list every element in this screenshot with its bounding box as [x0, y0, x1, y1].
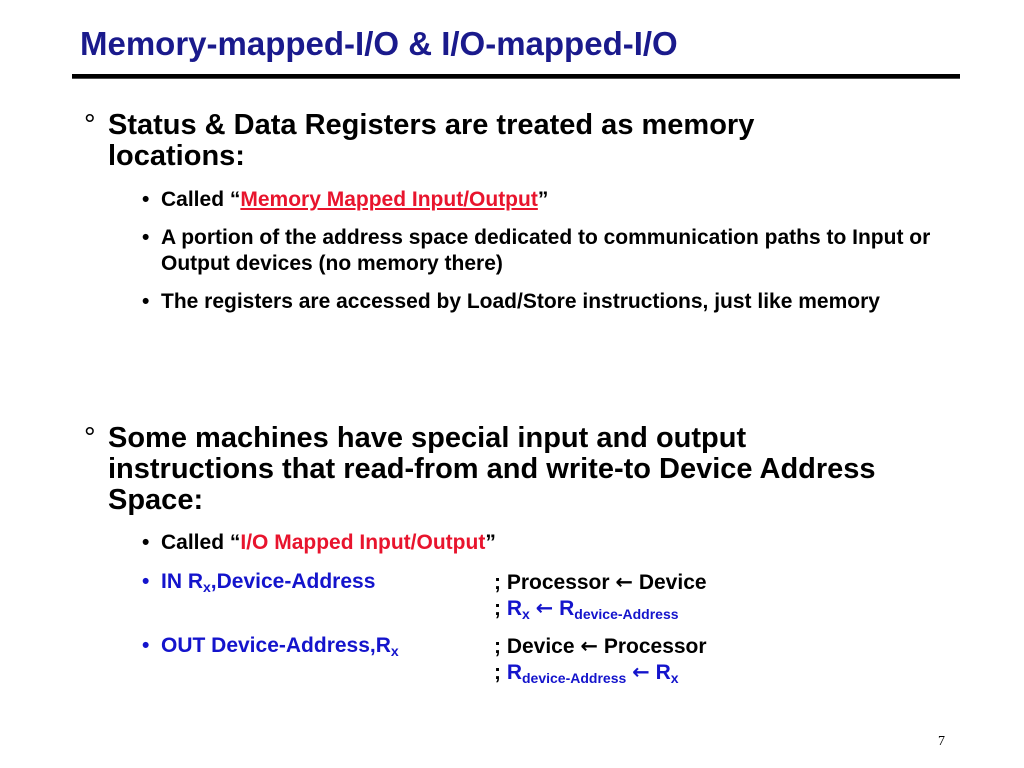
arrow-left-icon: ← — [535, 596, 554, 620]
section1-point-address-space: • A portion of the address space dedicat… — [142, 225, 942, 277]
dot-bullet-icon: • — [142, 570, 150, 593]
called-prefix: Called “ — [161, 188, 241, 211]
section1-point-called: • Called “Memory Mapped Input/Output” — [142, 187, 942, 213]
memory-mapped-term: Memory Mapped Input/Output — [240, 188, 538, 211]
section2-point-called: • Called “I/O Mapped Input/Output” — [142, 530, 942, 556]
arrow-left-icon: ← — [580, 634, 598, 658]
dot-bullet-icon: • — [142, 634, 150, 657]
section1-bullet: ° Status & Data Registers are treated as… — [84, 110, 884, 172]
dot-bullet-icon: • — [142, 188, 150, 211]
dot-bullet-icon: • — [142, 290, 150, 313]
called-prefix: Called “ — [161, 531, 241, 554]
degree-bullet-icon: ° — [84, 422, 96, 454]
page-number: 7 — [938, 734, 945, 749]
title-divider — [72, 74, 960, 79]
section1-heading: Status & Data Registers are treated as m… — [108, 109, 755, 172]
degree-bullet-icon: ° — [84, 109, 96, 141]
section2-bullet: ° Some machines have special input and o… — [84, 423, 884, 516]
called-suffix: ” — [485, 531, 496, 554]
out-comment-line1: ; Device ← Processor — [494, 634, 707, 658]
out-comment-line2: ; Rdevice-Address ← Rx — [494, 660, 679, 686]
in-comment-line1: ; Processor ← Device — [494, 570, 707, 594]
slide-title: Memory-mapped-I/O & I/O-mapped-I/O — [80, 25, 678, 62]
section2-heading: Some machines have special input and out… — [108, 422, 876, 516]
dot-bullet-icon: • — [142, 531, 150, 554]
out-instruction: OUT Device-Address,Rx — [161, 634, 399, 659]
called-suffix: ” — [537, 188, 549, 211]
in-comment-line2: ; Rx ← Rdevice-Address — [494, 596, 679, 622]
section1-point-load-store: • The registers are accessed by Load/Sto… — [142, 289, 942, 315]
dot-bullet-icon: • — [142, 226, 150, 249]
in-instruction: IN Rx,Device-Address — [161, 570, 376, 595]
io-mapped-term: I/O Mapped Input/Output — [240, 531, 486, 554]
point-text: The registers are accessed by Load/Store… — [161, 290, 880, 313]
arrow-left-icon: ← — [632, 660, 650, 684]
point-text: A portion of the address space dedicated… — [161, 226, 931, 275]
arrow-left-icon: ← — [615, 570, 633, 594]
